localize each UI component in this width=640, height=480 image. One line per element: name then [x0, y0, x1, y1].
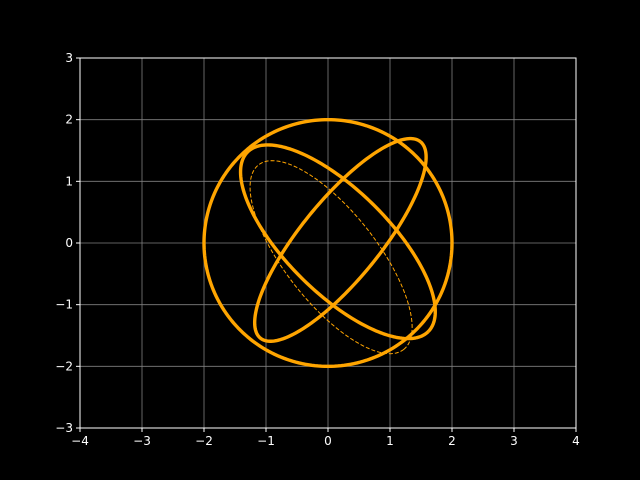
y-tick-label: −1	[55, 298, 73, 312]
grid-lines	[79, 57, 577, 429]
y-tick-label: 3	[65, 51, 73, 65]
y-tick-label: 0	[65, 236, 73, 250]
y-tick-label: 1	[65, 174, 73, 188]
plot-series	[202, 117, 454, 369]
x-tick-label: 0	[324, 434, 332, 448]
x-tick-label: 1	[386, 434, 394, 448]
x-tick-label: 3	[510, 434, 518, 448]
ellipse-curve-4	[249, 160, 413, 355]
circle-curve-1	[202, 117, 454, 369]
y-tick-label: −3	[55, 421, 73, 435]
x-tick-label: −3	[133, 434, 151, 448]
x-tick-label: 4	[572, 434, 580, 448]
x-tick-label: −4	[71, 434, 89, 448]
y-tick-label: −2	[55, 359, 73, 373]
x-tick-label: −2	[195, 434, 213, 448]
y-tick-label: 2	[65, 113, 73, 127]
x-tick-label: −1	[257, 434, 275, 448]
ellipse-curve-3	[252, 136, 428, 343]
x-tick-label: 2	[448, 434, 456, 448]
ellipse-curve-2	[238, 143, 437, 341]
